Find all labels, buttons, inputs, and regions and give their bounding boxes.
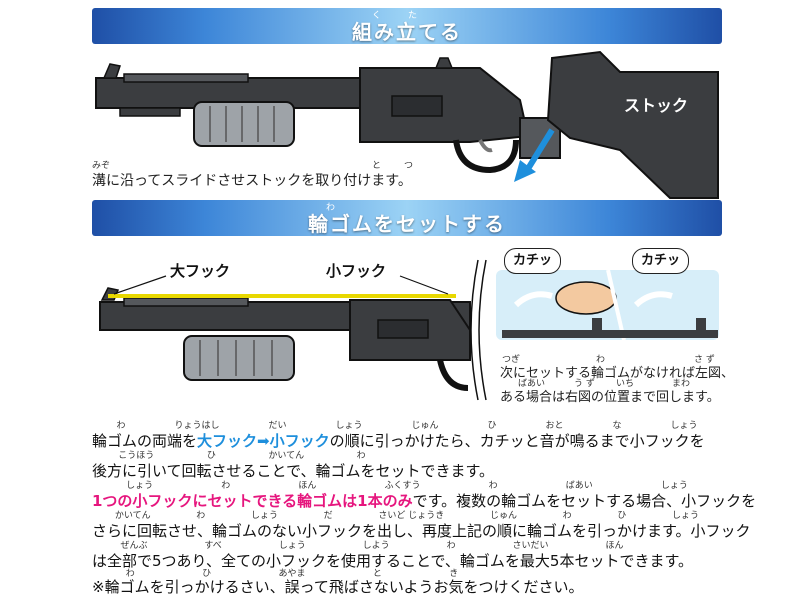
title-ruby: く [372, 11, 382, 21]
divider-curve [478, 259, 487, 401]
gun-receiver [359, 67, 530, 143]
instruction-ruby-row: しょうわほんふくすうわばあいしょう [126, 481, 688, 491]
instruction-line-1: 輪ゴムの両端を大フック➡小フックの順に引っかけたら、カチッと音が鳴るまで小フック… [92, 430, 705, 451]
gun-illustration-bottom [99, 259, 487, 401]
instruction-ruby-row: わりょうはしだいしょうじゅんひおとなしょう [116, 421, 698, 431]
gun-rear-sight [434, 57, 454, 69]
instruction-ruby-row: かいてんわしょうださいど じょうきじゅんわひしょう [114, 511, 700, 521]
one-band-warning: 1つの小フックにセットできる輪ゴムは1本のみ [92, 492, 413, 510]
panel-ruby: つぎ [502, 355, 521, 365]
instruction-line-4: さらに回転させ、輪ゴムのない小フックを出し、再度上記の順に輪ゴムを引っかけます。… [92, 522, 751, 540]
turn-arrow-icon [513, 291, 553, 308]
gun-illustration-top [95, 50, 719, 199]
instruction-ruby-row: ぜんぶすべしょうしようわさいだいほん [120, 541, 624, 551]
small-hook-icon [696, 318, 706, 332]
panel-ruby: わ [596, 355, 606, 365]
instruction-text: です。複数の輪ゴムをセットする場合、小フックを [412, 492, 757, 510]
gun-trigger [478, 139, 493, 153]
caption-ruby: つ [404, 161, 414, 171]
panel-ruby: いち [616, 379, 635, 389]
panel-divider [606, 269, 626, 341]
slide-arrow-head [514, 160, 536, 182]
arrow-right-icon: ➡ [257, 432, 270, 450]
caption-ruby: と [372, 161, 382, 171]
click-bubble-2: カチッ [632, 248, 690, 274]
assemble-title: 組み立てる [352, 19, 462, 44]
small-hook-label: 小フック [326, 262, 387, 280]
divider-curve [470, 259, 479, 401]
instruction-line-6: ※輪ゴムを引っかけるさい、誤って飛ばさないようお気をつけください。 [92, 578, 584, 596]
gun-ejection-port [377, 319, 429, 339]
small-hook-highlight: 小フック [269, 432, 330, 450]
hook-rail [502, 330, 718, 338]
gun-rail [123, 73, 249, 83]
big-hook-label: 大フック [170, 262, 231, 280]
instruction-text: 輪ゴムの両端を [92, 432, 198, 450]
label-leader [399, 275, 449, 295]
instruction-text: の順に引っかけたら、カチッと音が鳴るまで小フックを [329, 432, 705, 450]
set-band-title: 輪ゴムをセットする [308, 211, 506, 236]
stock [546, 50, 719, 199]
set-band-banner: 輪ゴムをセットする [92, 200, 722, 236]
big-hook-highlight: 大フック [197, 432, 258, 450]
panel-caption-1: 次にセットする輪ゴムがなければ左図、 [500, 366, 735, 381]
small-hook-icon [592, 318, 602, 332]
panel-ruby: まわ [672, 379, 691, 389]
title-ruby: た [408, 11, 418, 21]
instruction-line-2: 後方に引いて回転させることで、輪ゴムをセットできます。 [92, 462, 495, 480]
gun-barrel-lower [119, 107, 181, 117]
gun-ejection-port [391, 95, 443, 117]
panel-ruby: ばあい [518, 379, 546, 389]
panel-ruby: さ ず [694, 355, 715, 365]
gun-trigger-guard [437, 359, 469, 391]
assemble-banner: 組み立てる [92, 8, 722, 44]
title-ruby: わ [326, 203, 336, 213]
gun-trigger-guard [453, 139, 519, 174]
gun-rail [123, 297, 249, 307]
assemble-caption: 溝に沿ってスライドさせストックを取り付けます。 [92, 173, 412, 189]
finger-icon [555, 281, 617, 315]
instruction-line-5: は全部で5つあり、全ての小フックを使用することで、輪ゴムを最大5本セットできます… [92, 552, 693, 570]
stock-label: ストック [624, 96, 689, 115]
instruction-ruby-row: こうほうひかいてんわ [118, 451, 366, 461]
label-leader [113, 275, 167, 295]
gun-pump [193, 101, 295, 147]
turn-arrow-icon [633, 291, 673, 308]
instruction-ruby-row: わひあやまとき [125, 569, 459, 579]
gun-front-sight [102, 63, 121, 79]
instruction-line-3: 1つの小フックにセットできる輪ゴムは1本のみです。複数の輪ゴムをセットする場合、… [92, 490, 756, 511]
hook-detail-illustration [502, 269, 718, 341]
panel-ruby: う ず [574, 379, 595, 389]
slide-arrow [523, 128, 555, 174]
panel-caption-2: ある場合は右図の位置まで回します。 [500, 390, 720, 405]
caption-ruby: みぞ [92, 161, 111, 171]
click-bubble-1: カチッ [504, 248, 562, 274]
gun-pump [183, 335, 295, 381]
